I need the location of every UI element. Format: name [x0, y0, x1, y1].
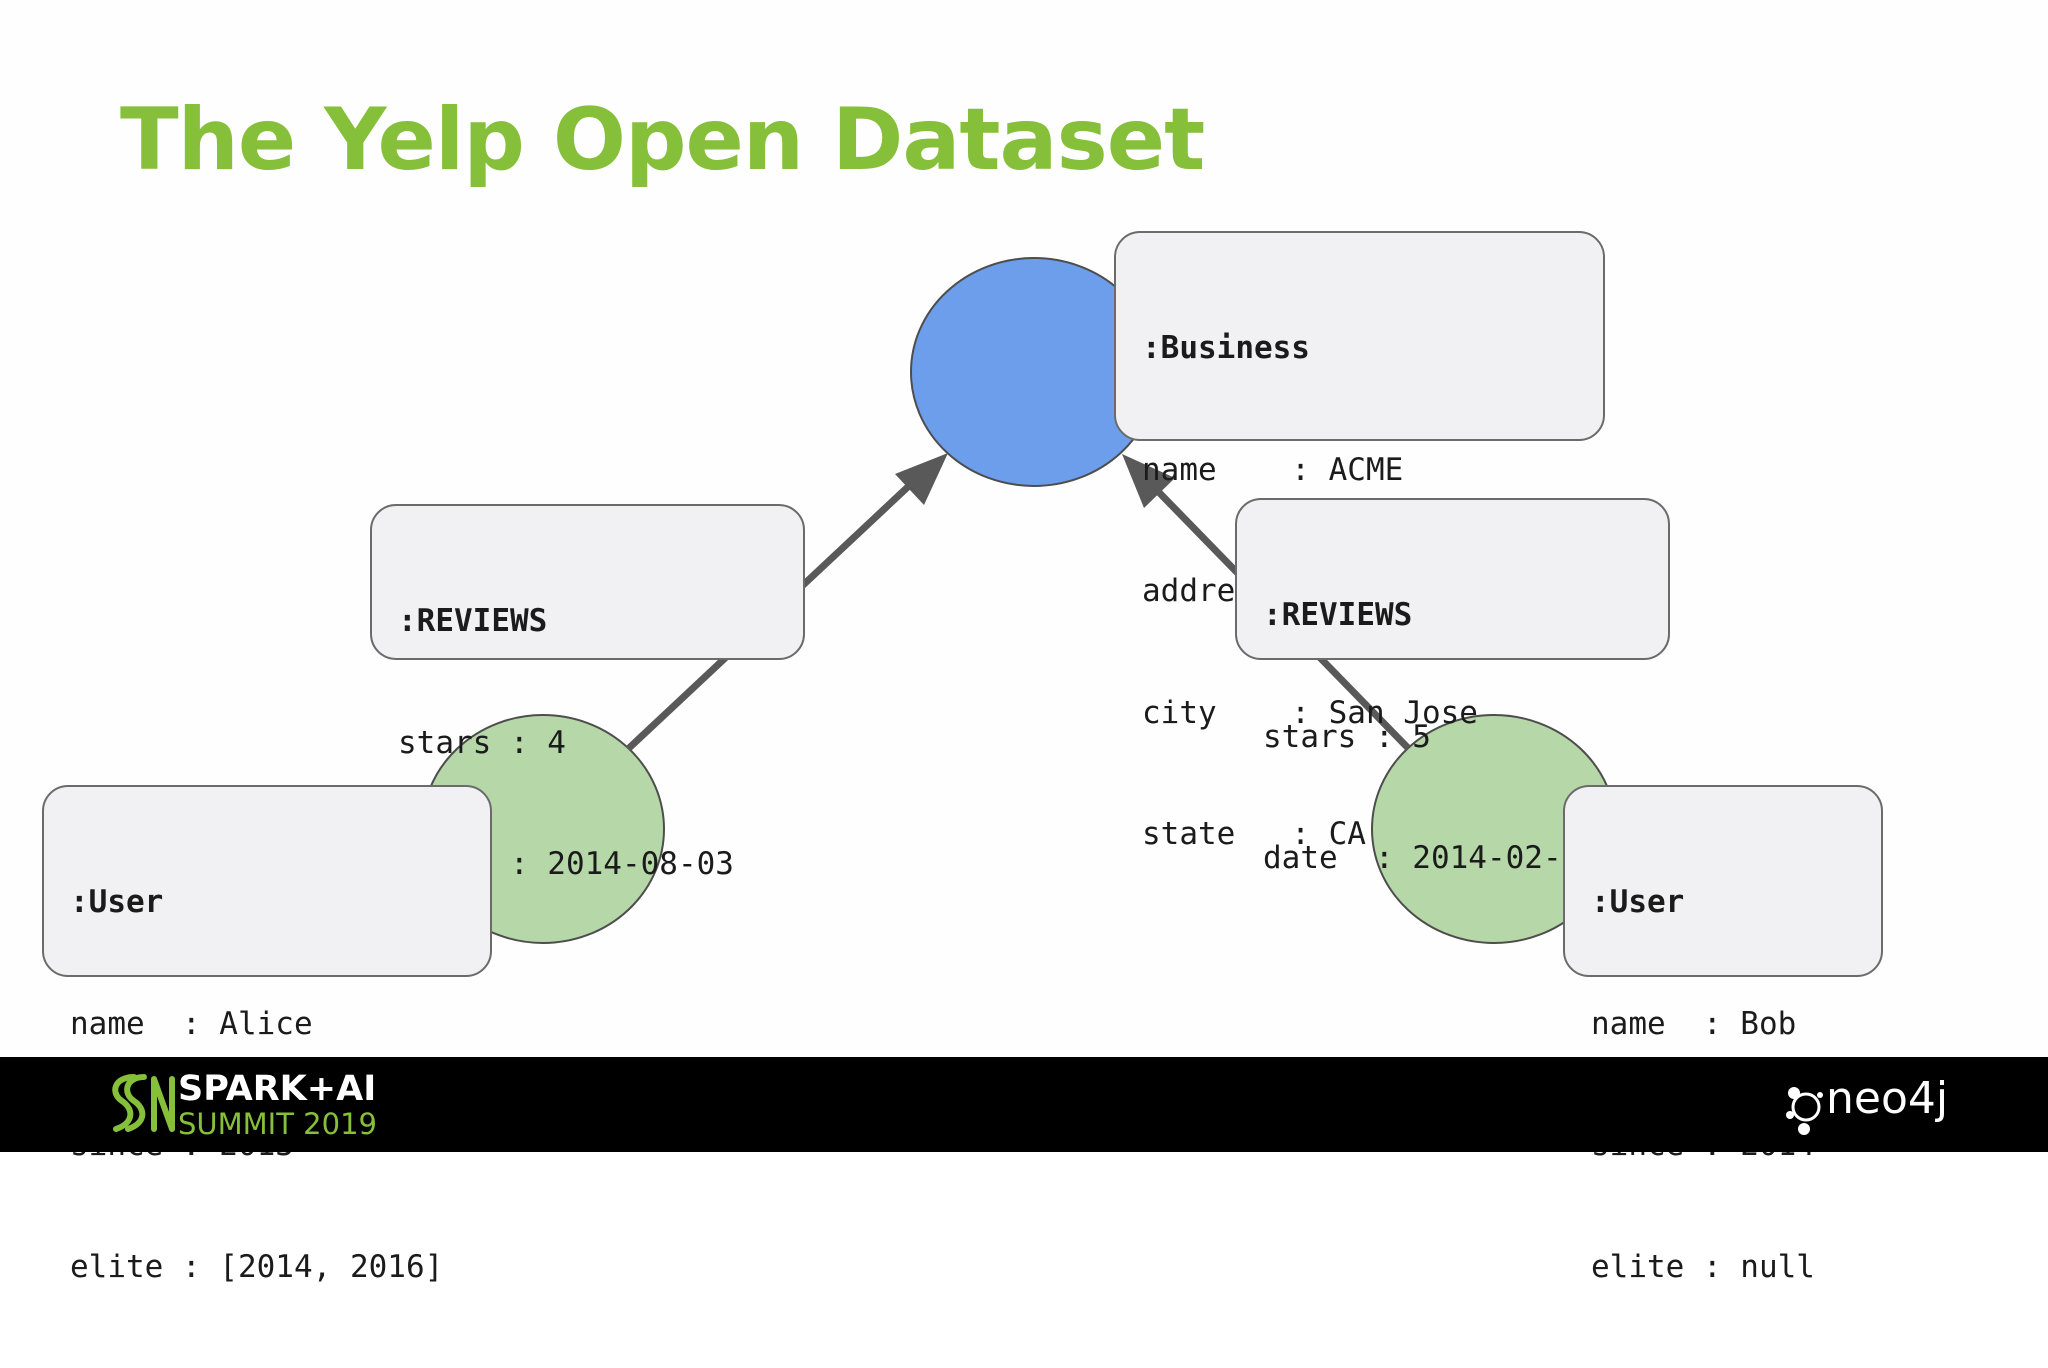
user-alice-elite-row: elite : [2014, 2016] — [70, 1248, 444, 1285]
business-name-row: name : ACME — [1142, 451, 1404, 488]
reviews-right-stars-row: stars : 5 — [1263, 718, 1431, 755]
business-properties-box: :Business name : ACME address : 123 ACME… — [1114, 231, 1605, 852]
user-bob-elite-row: elite : null — [1591, 1248, 1815, 1285]
event-name-line2: SUMMIT 2019 — [178, 1107, 377, 1141]
business-label: :Business — [1142, 330, 1310, 366]
slide: The Yelp Open Dataset :Business name : A… — [0, 90, 2048, 1285]
user-bob-label: :User — [1591, 884, 1685, 920]
user-bob-name-row: name : Bob — [1591, 1005, 1797, 1042]
reviews-left-properties-box: :REVIEWS stars : 4 date : 2014-08-03 — [370, 504, 805, 882]
user-alice-properties-box: :User name : Alice since : 2013 elite : … — [42, 785, 492, 1285]
event-name-line1: SPARK+AI — [178, 1069, 377, 1109]
neo4j-wordmark: neo4j — [1826, 1073, 1949, 1124]
reviews-right-label: :REVIEWS — [1263, 597, 1413, 633]
business-city-row: city : San Jose — [1142, 694, 1478, 731]
reviews-left-stars-row: stars : 4 — [398, 724, 566, 761]
user-alice-name-row: name : Alice — [70, 1005, 313, 1042]
user-alice-label: :User — [70, 884, 164, 920]
footer-bar: SPARK+AI SUMMIT 2019 neo4j — [0, 1057, 2048, 1152]
business-state-row: state : CA — [1142, 816, 1366, 852]
slide-title: The Yelp Open Dataset — [120, 90, 1205, 190]
reviews-left-label: :REVIEWS — [398, 603, 548, 639]
reviews-right-properties-box: :REVIEWS stars : 5 date : 2014-02-03 — [1235, 498, 1670, 876]
user-bob-properties-box: :User name : Bob since : 2014 elite : nu… — [1563, 785, 1883, 1285]
spark-ai-summit-logo-icon — [112, 1074, 175, 1132]
neo4j-logo-icon — [1786, 1087, 1823, 1135]
